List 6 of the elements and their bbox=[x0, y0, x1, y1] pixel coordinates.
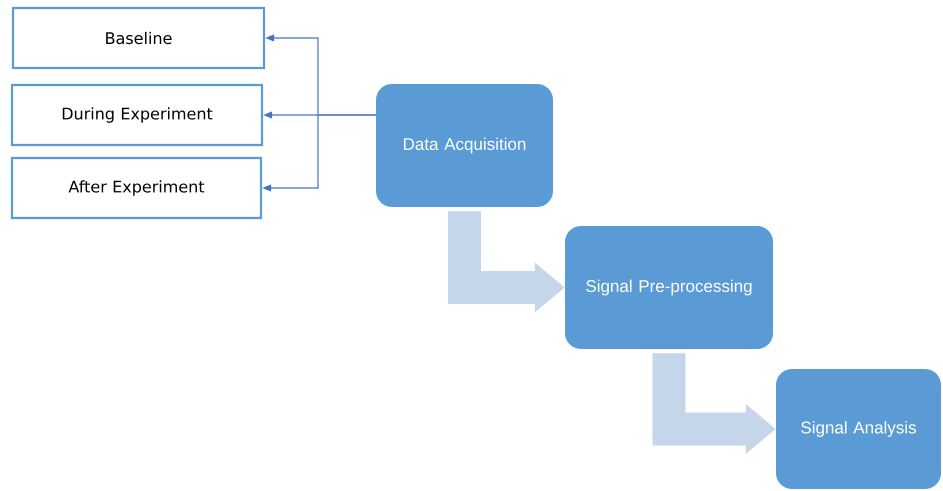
option-box: Baseline bbox=[12, 6, 266, 70]
process-box: Signal Pre-processing bbox=[565, 226, 773, 349]
option-box: After Experiment bbox=[10, 156, 262, 220]
option-box: During Experiment bbox=[10, 84, 264, 146]
process-box: Data Acquisition bbox=[376, 84, 553, 207]
process-box: Signal Analysis bbox=[776, 369, 941, 489]
